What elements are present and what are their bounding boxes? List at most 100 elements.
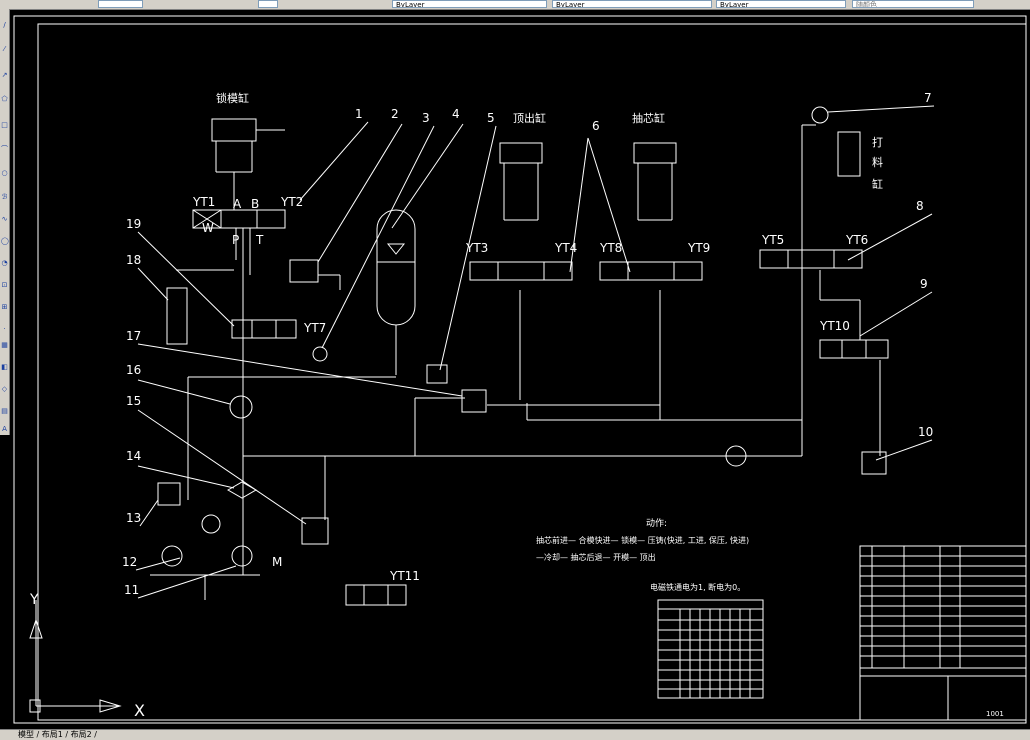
pline-tool-icon[interactable]: ↗: [1, 71, 8, 79]
valve-yt10: [819, 339, 889, 359]
port-w: W: [202, 221, 214, 235]
plotstyle-dropdown[interactable]: 随颜色: [852, 0, 974, 8]
layer-state-dropdown[interactable]: [258, 0, 278, 8]
layout-tabs[interactable]: 模型 / 布局1 / 布局2 /: [18, 730, 97, 739]
sheet-number: 1001: [986, 710, 1004, 718]
core-cylinder: [599, 142, 703, 281]
valve-2: [289, 259, 319, 283]
valve-10: [861, 451, 887, 475]
inner-border: [37, 23, 1027, 721]
callout-5: 5: [487, 111, 495, 125]
drawing-canvas[interactable]: 锁模缸 YT1 YT2 A B P T W YT7: [9, 10, 1030, 729]
axis-y-label: Y: [29, 592, 39, 608]
shot-cylinder: [759, 106, 863, 269]
yt7-label: YT7: [303, 321, 326, 335]
gradient-tool-icon[interactable]: ◧: [1, 363, 8, 371]
port-b: B: [251, 197, 259, 211]
yt2-label: YT2: [280, 195, 303, 209]
insert-block-tool-icon[interactable]: ⊡: [1, 281, 8, 289]
region-tool-icon[interactable]: ◇: [1, 385, 8, 393]
port-t: T: [255, 233, 264, 247]
throttle-18: [166, 287, 188, 345]
valve-17: [461, 389, 487, 413]
xline-tool-icon[interactable]: ⁄: [3, 45, 6, 53]
callout-17: 17: [126, 329, 141, 343]
solenoid-table: [657, 599, 764, 699]
callout-16: 16: [126, 363, 141, 377]
arc-tool-icon[interactable]: ⌒: [1, 145, 8, 153]
layer-dropdown[interactable]: [98, 0, 143, 8]
callout-13: 13: [126, 511, 141, 525]
core-cylinder-label: 抽芯缸: [632, 111, 665, 125]
rectangle-tool-icon[interactable]: □: [1, 121, 8, 129]
valve-yt1-yt2: [192, 209, 286, 275]
check-valve-line: [725, 445, 747, 467]
yt3-label: YT3: [465, 241, 488, 255]
revcloud-tool-icon[interactable]: ℬ: [1, 193, 8, 201]
yt8-label: YT8: [599, 241, 622, 255]
callout-14: 14: [126, 449, 141, 463]
table-tool-icon[interactable]: ▤: [1, 407, 8, 415]
hatch-tool-icon[interactable]: ▦: [1, 341, 8, 349]
valve-yt7: [231, 319, 297, 339]
yt9-label: YT9: [687, 241, 710, 255]
callout-10: 10: [918, 425, 933, 439]
port-p: P: [232, 233, 239, 247]
clamp-cylinder-label: 锁模缸: [216, 91, 249, 105]
callouts: 1 2 3 4 5 6 7 8 9 10 11 12 13 14 15 16 1…: [122, 91, 933, 597]
polygon-tool-icon[interactable]: ⬠: [1, 95, 8, 103]
draw-toolbar: / ⁄ ↗ ⬠ □ ⌒ ○ ℬ ∿ ◯ ◔ ⊡ ⊞ · ▦ ◧ ◇ ▤ A: [0, 9, 10, 435]
lineweight-dropdown[interactable]: ByLayer: [716, 0, 846, 8]
shot-label-3: 缸: [872, 177, 883, 191]
port-a: A: [233, 197, 242, 211]
yt4-label: YT4: [554, 241, 577, 255]
valve-5: [426, 364, 448, 384]
color-dropdown[interactable]: ByLayer: [392, 0, 547, 8]
shot-label-2: 料: [872, 155, 883, 169]
callout-1: 1: [355, 107, 363, 121]
callout-19: 19: [126, 217, 141, 231]
ellipse-arc-tool-icon[interactable]: ◔: [1, 259, 8, 267]
callout-3: 3: [422, 111, 430, 125]
callout-4: 4: [452, 107, 460, 121]
yt1-label: YT1: [192, 195, 215, 209]
check-valve-16: [229, 395, 253, 419]
motor-label: M: [272, 555, 282, 569]
callout-8: 8: [916, 199, 924, 213]
callout-11: 11: [124, 583, 139, 597]
gauge-3: [312, 346, 328, 362]
notes-line1: 抽芯前进— 合模快进— 锁模— 压铸(快进, 工进, 保压, 快进): [536, 535, 749, 545]
layout-tabs-bar: 模型 / 布局1 / 布局2 /: [0, 729, 1030, 740]
eject-cylinder-label: 顶出缸: [513, 111, 546, 125]
valve-15: [301, 517, 329, 545]
ucs-icon: [29, 600, 122, 713]
accumulator: [376, 209, 416, 375]
leader-lines: [135, 105, 935, 599]
mtext-tool-icon[interactable]: A: [2, 425, 7, 433]
yt6-label: YT6: [845, 233, 868, 247]
eject-cylinder: [469, 142, 573, 281]
title-block: [859, 545, 1027, 721]
ellipse-tool-icon[interactable]: ◯: [1, 237, 9, 245]
valve-yt11: [345, 584, 407, 606]
callout-12: 12: [122, 555, 137, 569]
callout-7: 7: [924, 91, 932, 105]
callout-15: 15: [126, 394, 141, 408]
notes-title: 动作:: [646, 517, 667, 529]
yt5-label: YT5: [761, 233, 784, 247]
callout-2: 2: [391, 107, 399, 121]
callout-6: 6: [592, 119, 600, 133]
properties-toolbar: ByLayer ByLayer ByLayer 随颜色: [0, 0, 1030, 10]
circle-tool-icon[interactable]: ○: [1, 169, 8, 177]
yt11-label: YT11: [389, 569, 420, 583]
spline-tool-icon[interactable]: ∿: [1, 215, 8, 223]
valve-13: [157, 482, 181, 506]
shot-label-1: 打: [872, 135, 883, 149]
point-tool-icon[interactable]: ·: [3, 325, 6, 333]
line-tool-icon[interactable]: /: [3, 21, 6, 29]
callout-18: 18: [126, 253, 141, 267]
callout-9: 9: [920, 277, 928, 291]
make-block-tool-icon[interactable]: ⊞: [1, 303, 8, 311]
linetype-dropdown[interactable]: ByLayer: [552, 0, 712, 8]
axis-x-label: X: [134, 701, 145, 720]
